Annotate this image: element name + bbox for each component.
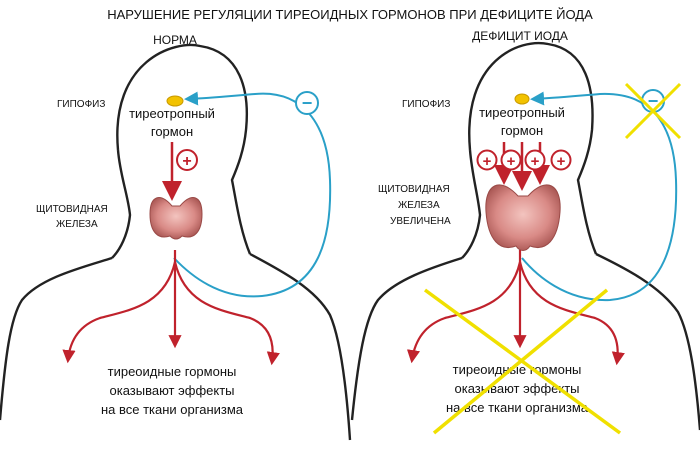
neck-left-outline (111, 149, 132, 259)
pituitary-gland-right (514, 93, 530, 105)
head-outline-right (468, 41, 598, 255)
stimulus-plus-icon-2: + (500, 149, 522, 171)
effects-text-line1-right: тиреоидные гормоны (453, 362, 582, 377)
svg-text:+: + (483, 153, 492, 170)
thyroid-label-line1-right: ЩИТОВИДНАЯ (378, 184, 450, 195)
svg-text:+: + (557, 153, 566, 170)
feedback-blocked-cross-icon (624, 82, 682, 140)
thyroid-label-line1: ЩИТОВИДНАЯ (36, 204, 108, 215)
svg-text:+: + (182, 153, 191, 170)
shoulder-right-outline-right (595, 252, 700, 431)
stimulus-plus-icon-4: + (550, 149, 572, 171)
shoulder-right-outline (249, 252, 352, 441)
shoulder-left-outline (0, 256, 113, 421)
panel-normal: НОРМА ГИПОФИЗ тиреотропный гормон + ЩИТО… (0, 33, 352, 441)
svg-text:+: + (507, 153, 516, 170)
tsh-label-line2-right: гормон (501, 123, 543, 138)
svg-text:−: − (648, 91, 659, 111)
pituitary-label: ГИПОФИЗ (57, 99, 105, 110)
thyroid-gland (149, 197, 203, 240)
effects-text-line3-right: на все ткани организма (446, 400, 589, 415)
tsh-label-line2: гормон (151, 124, 193, 139)
effects-text-line1: тиреоидные гормоны (108, 364, 237, 379)
feedback-loop-arrow (173, 91, 332, 298)
thyroid-label-line3-right: УВЕЛИЧЕНА (390, 216, 451, 227)
svg-text:+: + (531, 153, 540, 170)
feedback-minus-icon: − (295, 91, 319, 115)
effects-text-line2: оказывают эффекты (110, 383, 235, 398)
panel-header-deficiency: ДЕФИЦИТ ИОДА (472, 29, 568, 43)
neck-left-outline-right (461, 149, 482, 259)
shoulder-left-outline-right (350, 256, 463, 421)
thyroid-label-line2: ЖЕЛЕЗА (56, 219, 98, 230)
diagram-title: НАРУШЕНИЕ РЕГУЛЯЦИИ ТИРЕОИДНЫХ ГОРМОНОВ … (107, 7, 593, 22)
feedback-minus-icon-right: − (641, 89, 665, 113)
stimulus-plus-icon-3: + (524, 149, 546, 171)
thyroid-label-line2-right: ЖЕЛЕЗА (398, 200, 440, 211)
panel-header-normal: НОРМА (153, 33, 197, 47)
tsh-label-line1-right: тиреотропный (479, 105, 565, 120)
effects-text-line3: на все ткани организма (101, 402, 244, 417)
stimulus-plus-icon: + (176, 149, 198, 171)
thyroid-gland-enlarged (485, 184, 561, 251)
tsh-label-line1: тиреотропный (129, 106, 215, 121)
head-outline (116, 43, 252, 255)
stimulus-plus-icon-1: + (476, 149, 498, 171)
hormone-effect-arrows-right (406, 250, 625, 366)
hormone-effect-arrows (62, 250, 280, 366)
svg-text:−: − (302, 93, 313, 113)
panel-deficiency: ДЕФИЦИТ ИОДА ГИПОФИЗ тиреотропный гормон… (350, 29, 700, 435)
pituitary-gland (166, 95, 184, 107)
effects-blocked-cross-icon (423, 288, 622, 435)
feedback-loop-arrow-right (521, 91, 678, 302)
pituitary-label-right: ГИПОФИЗ (402, 99, 450, 110)
